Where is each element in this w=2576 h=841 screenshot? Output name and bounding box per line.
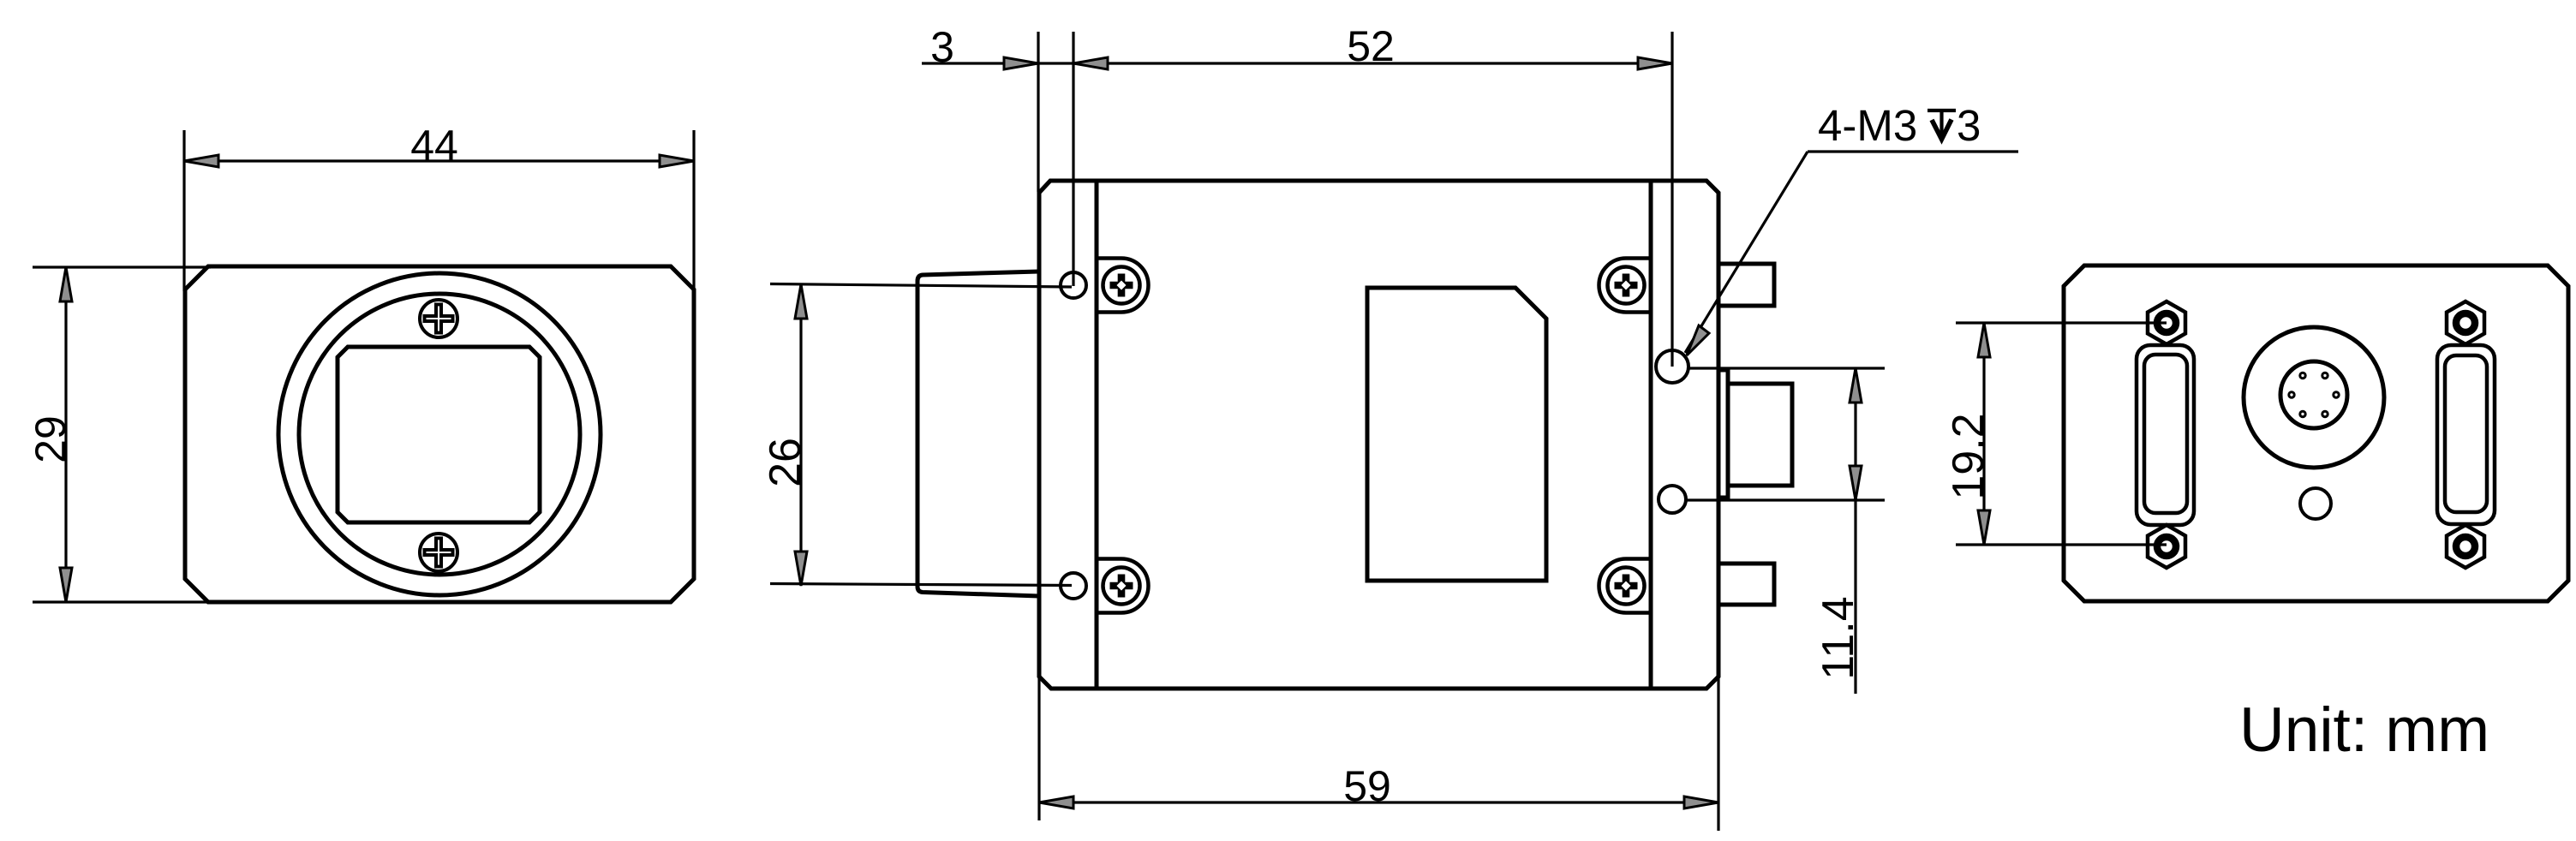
svg-text:52: 52	[1347, 22, 1395, 70]
svg-text:3: 3	[1957, 101, 1981, 150]
svg-text:3: 3	[930, 23, 954, 71]
svg-text:19.2: 19.2	[1944, 413, 1993, 499]
svg-text:Unit: mm: Unit: mm	[2239, 695, 2489, 765]
svg-text:4-M3: 4-M3	[1818, 101, 1917, 150]
svg-text:44: 44	[410, 122, 458, 170]
svg-text:11.4: 11.4	[1814, 596, 1863, 679]
svg-text:59: 59	[1343, 762, 1391, 810]
svg-text:26: 26	[761, 438, 810, 487]
svg-text:29: 29	[27, 415, 75, 463]
